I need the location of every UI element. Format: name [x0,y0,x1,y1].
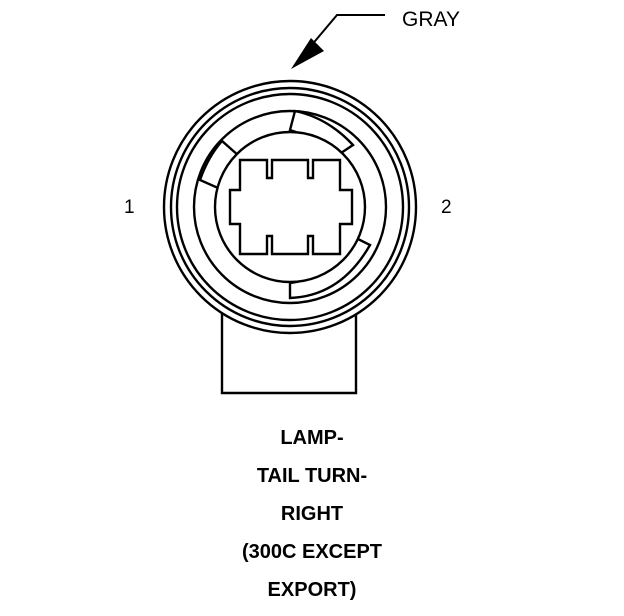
terminal-cavities [228,158,354,256]
title-line: TAIL TURN- [256,465,368,487]
inner-ring [192,109,388,305]
title-line: LAMP- [280,427,344,449]
arrow-head-icon [291,38,324,69]
pin-1-label: 1 [124,197,135,218]
wire-housing [220,300,358,395]
title-line: RIGHT [280,503,344,525]
ring-2 [169,86,411,328]
pin-2-label: 2 [441,197,452,218]
connector-diagram [162,14,418,395]
title-line: (300C EXCEPT [241,541,383,563]
color-leader-line [304,14,385,54]
connector-color-label: GRAY [402,8,460,31]
connector-title: LAMP- TAIL TURN- RIGHT (300C EXCEPT EXPO… [192,426,432,616]
title-line: EXPORT) [267,579,357,601]
terminal-core [213,130,367,284]
ring-3 [175,92,405,322]
